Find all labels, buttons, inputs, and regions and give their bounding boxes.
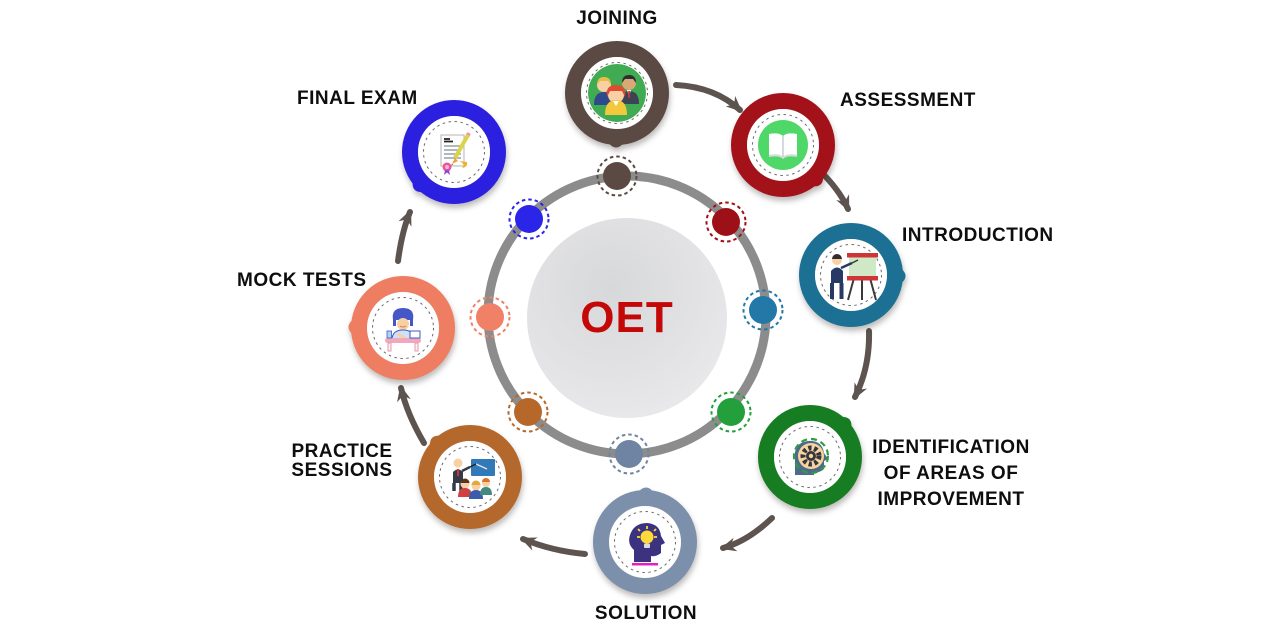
label-introduction: INTRODUCTION xyxy=(902,225,1054,246)
ring-dot-solution xyxy=(608,433,650,475)
node-ring xyxy=(418,425,522,529)
label-solution: SOLUTION xyxy=(594,603,698,624)
node-introduction xyxy=(781,205,921,345)
exam-paper-pencil-icon xyxy=(440,132,471,175)
node-ring xyxy=(565,41,669,145)
label-joining: JOINING xyxy=(576,8,658,29)
arrow-identification-to-solution xyxy=(720,515,775,552)
center-title: OET xyxy=(580,293,674,342)
ring-dot-assessment xyxy=(705,201,747,243)
node-ring xyxy=(731,93,835,197)
people-group-icon xyxy=(588,64,646,122)
node-final xyxy=(384,82,524,222)
node-ring xyxy=(799,223,903,327)
arrow-introduction-to-identification xyxy=(852,328,873,400)
label-identification: IDENTIFICATION OF AREAS OF IMPROVEMENT xyxy=(872,437,1030,510)
head-lightbulb-icon xyxy=(629,523,665,566)
node-solution xyxy=(575,472,715,612)
label-mock: MOCK TESTS xyxy=(237,270,367,291)
ring-dot-mock xyxy=(469,296,511,338)
presenter-flipchart-icon xyxy=(830,253,878,301)
node-joining xyxy=(547,23,687,163)
node-mock xyxy=(333,258,473,398)
student-writing-desk-icon xyxy=(385,308,421,352)
label-practice: PRACTICE SESSIONS xyxy=(291,441,393,481)
arrow-joining-to-assessment xyxy=(673,82,743,113)
node-identification xyxy=(740,387,880,527)
ring-dot-introduction xyxy=(742,289,784,331)
node-ring xyxy=(758,405,862,509)
arrow-solution-to-practice xyxy=(520,536,588,557)
arrow-practice-to-mock xyxy=(397,385,427,446)
node-ring xyxy=(402,100,506,204)
ring-dot-joining xyxy=(596,155,638,197)
node-practice xyxy=(400,407,540,547)
ring-dot-identification xyxy=(710,391,752,433)
classroom-teaching-icon xyxy=(452,458,495,499)
node-assessment xyxy=(713,75,853,215)
node-ring xyxy=(593,490,697,594)
head-gears-icon xyxy=(792,437,830,475)
label-final: FINAL EXAM xyxy=(297,88,418,109)
open-book-icon xyxy=(758,120,808,170)
flow-arrows xyxy=(395,82,873,557)
label-assessment: ASSESSMENT xyxy=(840,90,976,111)
ring-dots xyxy=(469,155,784,475)
center-circle xyxy=(527,218,727,418)
ring-dot-final xyxy=(508,198,550,240)
ring-dot-practice xyxy=(507,391,549,433)
node-ring xyxy=(351,276,455,380)
arrow-mock-to-final xyxy=(395,209,413,264)
